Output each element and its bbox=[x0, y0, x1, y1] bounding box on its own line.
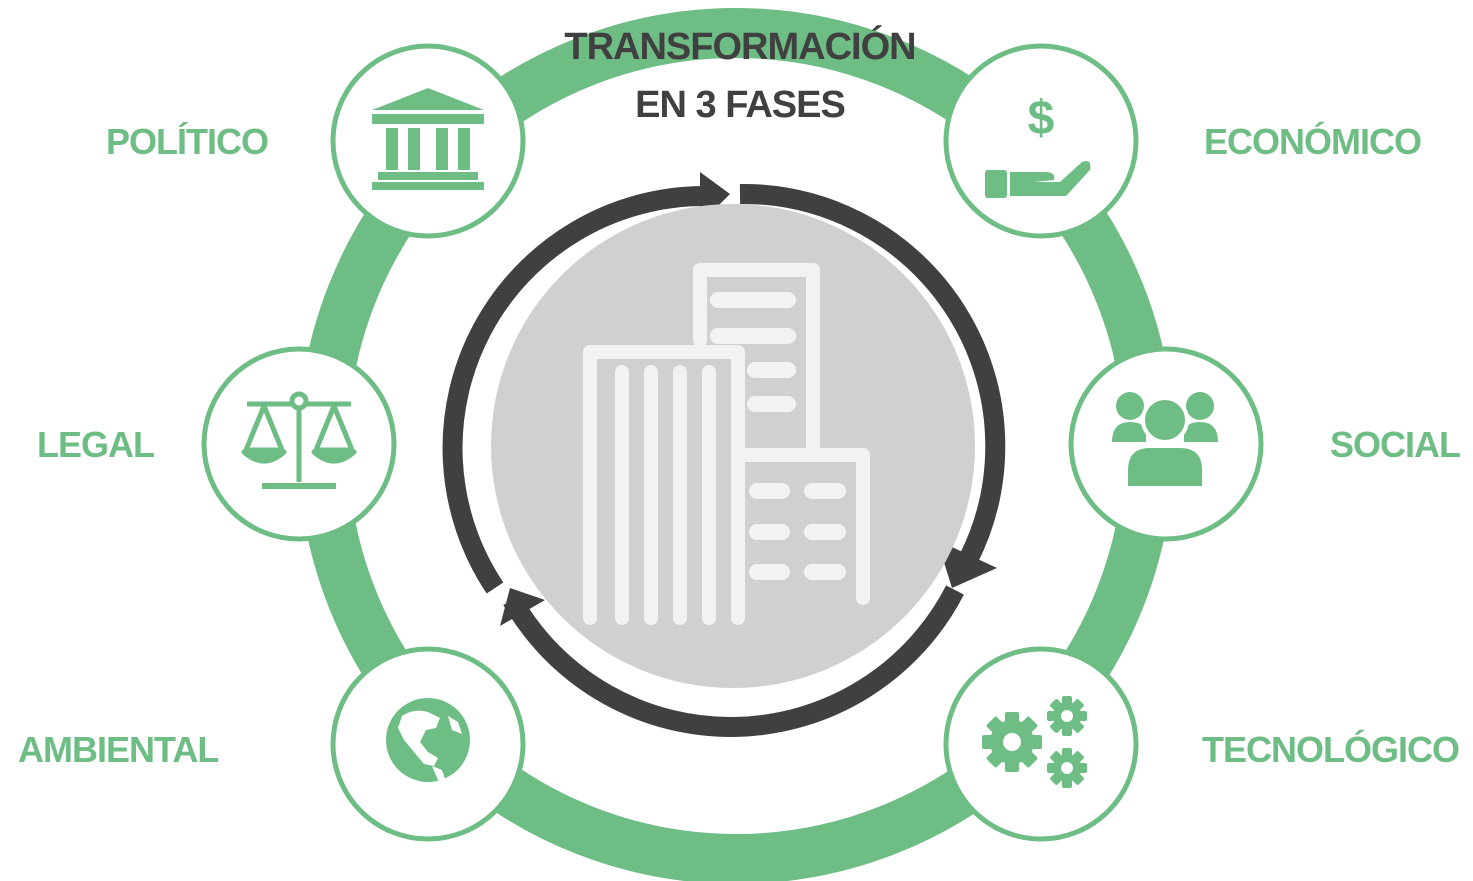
people-group-icon bbox=[1112, 392, 1218, 490]
node-social[interactable] bbox=[1068, 346, 1264, 542]
diagram-title-line-1: TRANSFORMACIÓN bbox=[564, 26, 916, 68]
scales-of-justice-icon bbox=[241, 391, 357, 489]
node-politico[interactable] bbox=[330, 43, 526, 239]
svg-text:$: $ bbox=[1028, 92, 1055, 145]
cycle-arc-bottom bbox=[503, 585, 964, 737]
label-tecnologico: TECNOLÓGICO bbox=[1202, 729, 1460, 770]
government-building-icon bbox=[372, 88, 484, 190]
cycle-arc-left bbox=[442, 185, 706, 594]
cycle-arrowhead-bottom bbox=[500, 588, 545, 626]
node-economico[interactable]: $ bbox=[943, 43, 1139, 239]
globe-icon bbox=[386, 698, 470, 782]
label-legal: LEGAL bbox=[37, 424, 155, 465]
diagram-title-line-2: EN 3 FASES bbox=[635, 84, 846, 126]
office-buildings-icon bbox=[583, 263, 870, 625]
label-ambiental: AMBIENTAL bbox=[18, 729, 219, 770]
label-social: SOCIAL bbox=[1330, 424, 1461, 465]
cycle-arrowhead-right bbox=[937, 540, 997, 588]
label-politico: POLÍTICO bbox=[106, 121, 269, 162]
gears-icon bbox=[982, 696, 1087, 788]
money-hand-icon: $ bbox=[985, 92, 1091, 198]
cycle-arc-right bbox=[739, 183, 1006, 565]
label-economico: ECONÓMICO bbox=[1204, 121, 1422, 162]
node-tecnologico[interactable] bbox=[943, 646, 1139, 842]
node-ambiental[interactable] bbox=[330, 646, 526, 842]
node-legal[interactable] bbox=[201, 346, 397, 542]
